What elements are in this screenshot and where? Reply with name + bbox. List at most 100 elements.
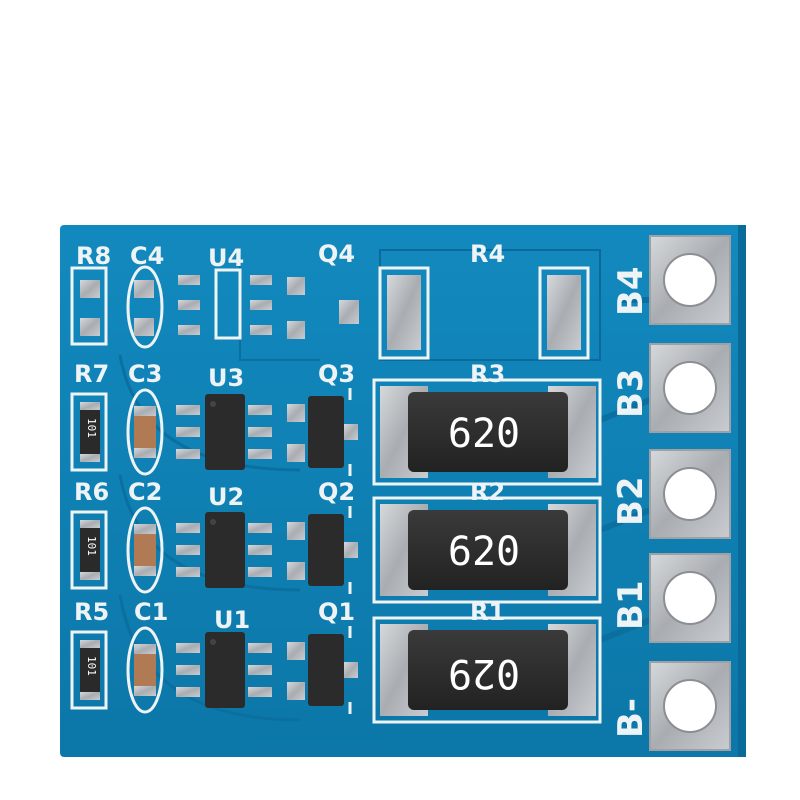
ic-dot xyxy=(210,519,216,525)
small-resistor-outline xyxy=(70,510,108,590)
ic-pin xyxy=(248,449,272,459)
small-resistor-cap xyxy=(80,402,100,410)
row-3 xyxy=(70,378,602,486)
r5-code: 101 xyxy=(85,656,98,676)
capacitor-cap xyxy=(134,448,156,458)
ic-pin xyxy=(176,643,200,653)
mosfet-pad xyxy=(287,642,305,660)
capacitor-cap xyxy=(134,406,156,416)
small-resistor-outline xyxy=(70,630,108,710)
label-c2: C2 xyxy=(128,478,162,506)
capacitor-cap xyxy=(134,566,156,576)
shunt-outline xyxy=(372,378,602,486)
ic-pin xyxy=(176,567,200,577)
ic-pin xyxy=(176,405,200,415)
ic-body xyxy=(205,632,245,708)
shunt-body xyxy=(408,510,568,590)
mosfet-pad xyxy=(287,444,305,462)
small-resistor-cap xyxy=(80,454,100,462)
terminal-hole xyxy=(663,361,717,415)
ic-pin xyxy=(248,523,272,533)
label-r5: R5 xyxy=(74,598,109,626)
label-r8: R8 xyxy=(76,242,111,270)
label-q4: Q4 xyxy=(318,240,355,268)
label-q1: Q1 xyxy=(318,598,355,626)
terminal-pads xyxy=(649,235,731,751)
ic-pin xyxy=(176,523,200,533)
ic-pin xyxy=(248,545,272,555)
shunt-outline xyxy=(372,616,602,724)
small-resistor-outline xyxy=(70,392,108,472)
mosfet-pad xyxy=(344,424,358,440)
mosfet-body xyxy=(308,396,344,468)
label-b4: B4 xyxy=(611,266,651,316)
label-b2: B2 xyxy=(611,476,651,526)
shunt-body xyxy=(408,392,568,472)
silkscreen-labels: R8 C4 U4 Q4 R4 R7 C3 U3 Q3 R3 R6 C2 U2 Q… xyxy=(74,240,505,634)
ic-pin xyxy=(176,449,200,459)
shunt-body xyxy=(408,630,568,710)
small-resistor-cap xyxy=(80,572,100,580)
terminal-hole xyxy=(663,467,717,521)
label-b1: B1 xyxy=(611,580,651,630)
label-r1: R1 xyxy=(470,598,505,626)
ic-dot xyxy=(210,639,216,645)
ic-body xyxy=(205,394,245,470)
label-b3: B3 xyxy=(611,368,651,418)
r6-code: 101 xyxy=(85,536,98,556)
ic-body xyxy=(205,512,245,588)
ic-pin xyxy=(176,545,200,555)
ic-pin xyxy=(176,665,200,675)
small-resistor-cap xyxy=(80,520,100,528)
terminal-hole xyxy=(663,571,717,625)
label-r4: R4 xyxy=(470,240,505,268)
ic-pin xyxy=(176,687,200,697)
capacitor-cap xyxy=(134,644,156,654)
top-row xyxy=(70,265,590,360)
r1-code: 029 xyxy=(448,650,520,696)
mosfet-pad xyxy=(344,662,358,678)
label-u2: U2 xyxy=(208,483,244,511)
capacitor-body xyxy=(134,526,156,574)
label-b-minus: B- xyxy=(611,698,651,738)
small-resistor-codes: 101 101 101 xyxy=(85,418,98,676)
terminal-hole xyxy=(663,679,717,733)
mosfet-pad xyxy=(287,522,305,540)
capacitor-body xyxy=(134,408,156,456)
ic-pin xyxy=(248,405,272,415)
ic-pin xyxy=(248,427,272,437)
capacitor-outline xyxy=(126,388,164,476)
shunt-outline xyxy=(372,496,602,604)
r2-code: 620 xyxy=(448,529,520,575)
mosfet-pad xyxy=(287,682,305,700)
capacitor-cap xyxy=(134,686,156,696)
label-c1: C1 xyxy=(134,598,168,626)
label-c3: C3 xyxy=(128,360,162,388)
row-1 xyxy=(70,616,602,724)
small-resistor-cap xyxy=(80,640,100,648)
mosfet-pad xyxy=(287,562,305,580)
terminal-hole xyxy=(663,253,717,307)
ic-pin xyxy=(248,643,272,653)
mosfet-body xyxy=(308,514,344,586)
label-u4: U4 xyxy=(208,244,244,272)
ic-pin xyxy=(248,687,272,697)
mosfet-body xyxy=(308,634,344,706)
label-u3: U3 xyxy=(208,364,244,392)
terminal-labels: B4 B3 B2 B1 B- xyxy=(611,266,651,738)
capacitor-outline xyxy=(126,626,164,714)
mosfet-pad xyxy=(344,542,358,558)
label-q2: Q2 xyxy=(318,478,355,506)
r3-code: 620 xyxy=(448,411,520,457)
small-resistor-cap xyxy=(80,692,100,700)
label-r7: R7 xyxy=(74,360,109,388)
label-q3: Q3 xyxy=(318,360,355,388)
label-r3: R3 xyxy=(470,360,505,388)
label-r6: R6 xyxy=(74,478,109,506)
small-resistor-body xyxy=(80,522,100,578)
resistor-codes: 620 620 029 xyxy=(448,411,520,696)
ic-pin xyxy=(176,427,200,437)
label-c4: C4 xyxy=(130,242,164,270)
ic-dot xyxy=(210,401,216,407)
capacitor-cap xyxy=(134,524,156,534)
